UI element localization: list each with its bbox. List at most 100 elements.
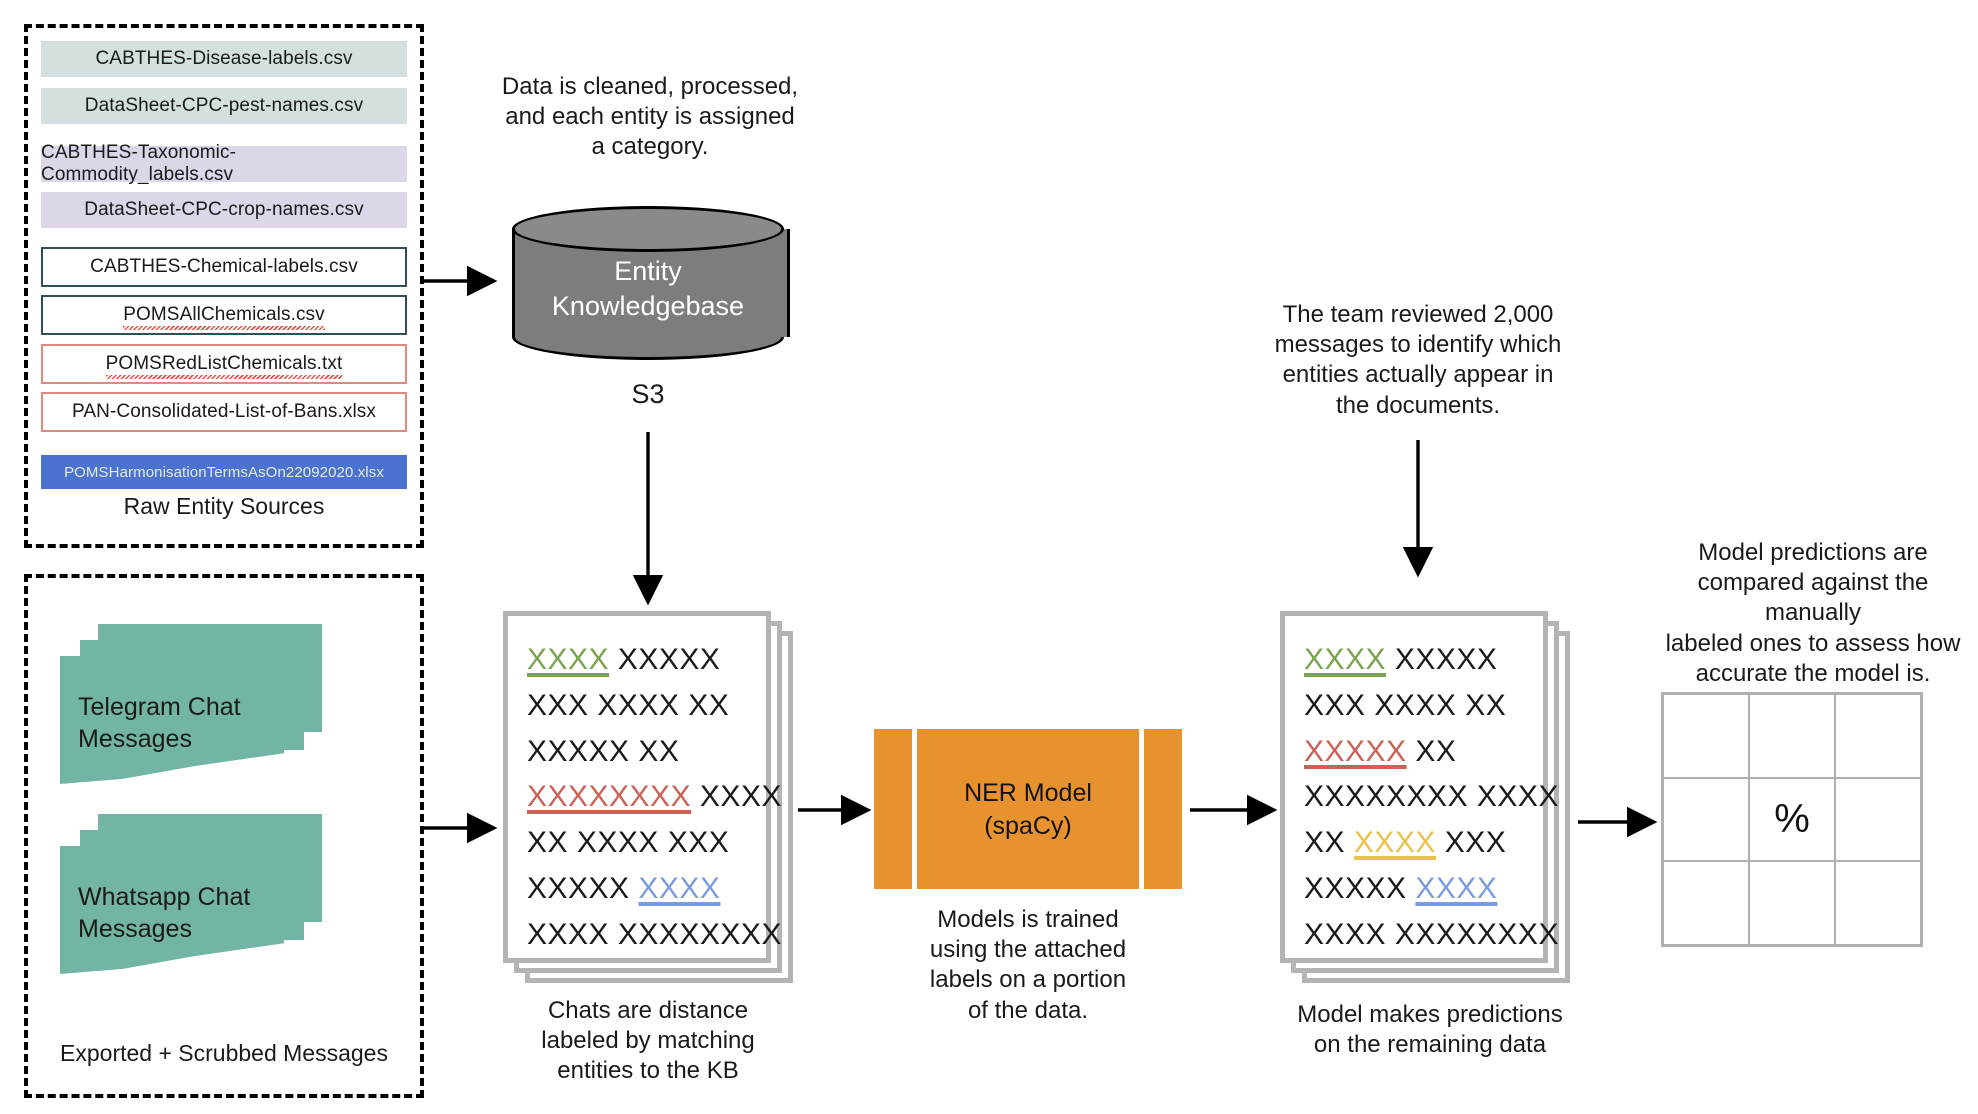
evaluation-caption: Model predictions are compared against t… — [1648, 538, 1978, 689]
doc-line: XXXXXXXX XXXX — [1304, 778, 1559, 816]
file-name: POMSRedListChemicals.txt — [105, 353, 343, 379]
cylinder-top — [512, 206, 784, 252]
doc-line: XXXX XXXXXXXX — [1304, 916, 1559, 954]
doc-line: XXXXX XXXX — [527, 870, 782, 908]
matrix-cell — [1663, 694, 1749, 778]
predicted-doc-text: XXXX XXXXX XXX XXXX XX XXXXX XX XXXXXXXX… — [1304, 641, 1559, 962]
labeled-docs-caption: Chats are distance labeled by matching e… — [503, 996, 793, 1087]
doc-sheet-front — [503, 611, 771, 963]
doc-text: XXX — [1444, 826, 1507, 860]
doc-line: XXXXXXXX XXXX — [527, 778, 782, 816]
doc-text: XXX XXXX XX — [527, 688, 730, 722]
doc-line: XXXX XXXXX — [1304, 641, 1559, 679]
model-divider-left — [912, 729, 917, 889]
doc-text: XXXX — [699, 780, 782, 814]
entity-blue: XXXX — [638, 871, 721, 905]
cylinder-label-line: Entity — [614, 256, 682, 286]
review-caption: The team reviewed 2,000 messages to iden… — [1268, 300, 1568, 421]
file-row[interactable]: CABTHES-Taxonomic-Commodity_labels.csv — [41, 142, 407, 185]
doc-text: XXXX XXXXXXXX — [1304, 917, 1559, 951]
doc-line: XX XXXX XXX — [527, 824, 782, 862]
model-caption: Models is trained using the attached lab… — [878, 905, 1178, 1026]
whatsapp-label-line: Messages — [78, 914, 192, 943]
predicted-docs-caption-line: Model makes predictions — [1297, 1001, 1563, 1028]
matrix-cell — [1835, 694, 1921, 778]
doc-text: XXX XXXX XX — [1304, 688, 1507, 722]
kb-caption-line: and each entity is assigned — [505, 103, 795, 131]
matrix-cell — [1749, 861, 1835, 945]
file-name: CABTHES-Taxonomic-Commodity_labels.csv — [41, 142, 237, 185]
doc-line: XXX XXXX XX — [1304, 687, 1559, 725]
evaluation-caption-line: compared against the manually — [1697, 569, 1929, 627]
file-row[interactable]: DataSheet-CPC-crop-names.csv — [41, 192, 407, 228]
file-row[interactable]: POMSRedListChemicals.txt — [41, 344, 407, 384]
model-caption-line: labels on a portion — [929, 966, 1127, 994]
matrix-cell — [1835, 861, 1921, 945]
file-row[interactable]: DataSheet-CPC-pest-names.csv — [41, 88, 407, 124]
whatsapp-label-line: Whatsapp Chat — [78, 883, 251, 911]
review-caption-line: messages to identify which — [1274, 331, 1562, 359]
matrix-cell — [1663, 777, 1749, 862]
file-row[interactable]: CABTHES-Chemical-labels.csv — [41, 247, 407, 287]
doc-line: XXXXX XX — [1304, 733, 1559, 771]
ner-model-label-line: NER Model — [964, 779, 1092, 807]
s3-label: S3 — [631, 379, 665, 409]
entity-green: XXXX — [1304, 643, 1387, 676]
entity-knowledgebase-cylinder[interactable]: Entity Knowledgebase — [512, 206, 790, 360]
doc-text: XXXXXXXX XXXX — [1304, 780, 1559, 814]
doc-line: XXXXX XX — [527, 733, 782, 771]
matrix-cell — [1663, 861, 1749, 945]
evaluation-caption-line: labeled ones to assess how — [1665, 629, 1961, 657]
doc-text: XX XXXX XXX — [527, 826, 730, 860]
doc-text: XXXXX — [527, 871, 630, 905]
doc-text: XXXXX — [1304, 871, 1407, 905]
telegram-message-stack[interactable]: Telegram Chat Messages — [60, 624, 360, 804]
entity-green: XXXX — [527, 643, 610, 676]
telegram-label-line: Telegram Chat — [78, 693, 241, 721]
cylinder-label-line: Knowledgebase — [551, 291, 745, 322]
labeled-doc-text: XXXX XXXXX XXX XXXX XX XXXXX XX XXXXXXXX… — [527, 641, 782, 962]
matrix-cell-percent: % — [1749, 777, 1835, 862]
predicted-document-stack[interactable]: XXXX XXXXX XXX XXXX XX XXXXX XX XXXXXXXX… — [1280, 611, 1580, 991]
review-caption-line: entities actually appear in — [1282, 361, 1554, 389]
ner-model-box[interactable]: NER Model (spaCy) — [874, 729, 1182, 889]
doc-text: XXXX XXXXXXXX — [527, 917, 782, 951]
file-name: POMSAllChemicals.csv — [123, 304, 325, 330]
labeled-document-stack[interactable]: XXXX XXXXX XXX XXXX XX XXXXX XX XXXXXXXX… — [503, 611, 803, 991]
predicted-docs-caption: Model makes predictions on the remaining… — [1270, 1000, 1590, 1060]
predicted-docs-caption-line: on the remaining data — [1313, 1031, 1547, 1059]
file-row[interactable]: PAN-Consolidated-List-of-Bans.xlsx — [41, 392, 407, 432]
entity-blue: XXXX — [1415, 871, 1498, 905]
matrix-cell — [1835, 777, 1921, 862]
file-row[interactable]: POMSHarmonisationTermsAsOn22092020.xlsx — [41, 455, 407, 489]
file-row[interactable]: CABTHES-Disease-labels.csv — [41, 41, 407, 77]
kb-caption-line: Data is cleaned, processed, — [501, 73, 799, 100]
confusion-matrix[interactable]: % — [1661, 692, 1923, 947]
file-name: DataSheet-CPC-crop-names.csv — [84, 199, 364, 220]
file-name: CABTHES-Disease-labels.csv — [95, 48, 353, 69]
kb-caption: Data is cleaned, processed, and each ent… — [490, 72, 810, 163]
doc-text: XX — [1415, 734, 1457, 768]
model-caption-line: of the data. — [967, 996, 1089, 1024]
doc-sheet-front — [1280, 611, 1548, 963]
doc-line: XXXX XXXXX — [527, 641, 782, 679]
doc-line: XXXX XXXXXXXX — [527, 916, 782, 954]
file-name: DataSheet-CPC-pest-names.csv — [84, 95, 364, 116]
whatsapp-label: Whatsapp Chat Messages — [78, 882, 278, 945]
doc-text: XXXXX — [1394, 643, 1498, 676]
labeled-docs-caption-line: labeled by matching — [541, 1027, 755, 1055]
evaluation-caption-line: Model predictions are — [1698, 539, 1928, 566]
entity-red: XXXXXXXX — [527, 780, 692, 814]
entity-yellow: XXXX — [1353, 826, 1436, 860]
review-caption-line: The team reviewed 2,000 — [1282, 301, 1554, 328]
model-caption-line: using the attached — [929, 936, 1127, 964]
file-name: PAN-Consolidated-List-of-Bans.xlsx — [72, 401, 376, 422]
model-divider-right — [1139, 729, 1144, 889]
labeled-docs-caption-line: entities to the KB — [557, 1057, 739, 1085]
whatsapp-message-stack[interactable]: Whatsapp Chat Messages — [60, 814, 360, 994]
entity-red: XXXXX — [1304, 734, 1407, 768]
model-caption-line: Models is trained — [937, 906, 1119, 933]
doc-text: XXXXX — [617, 643, 721, 676]
file-row[interactable]: POMSAllChemicals.csv — [41, 295, 407, 335]
kb-caption-line: a category. — [591, 133, 709, 161]
